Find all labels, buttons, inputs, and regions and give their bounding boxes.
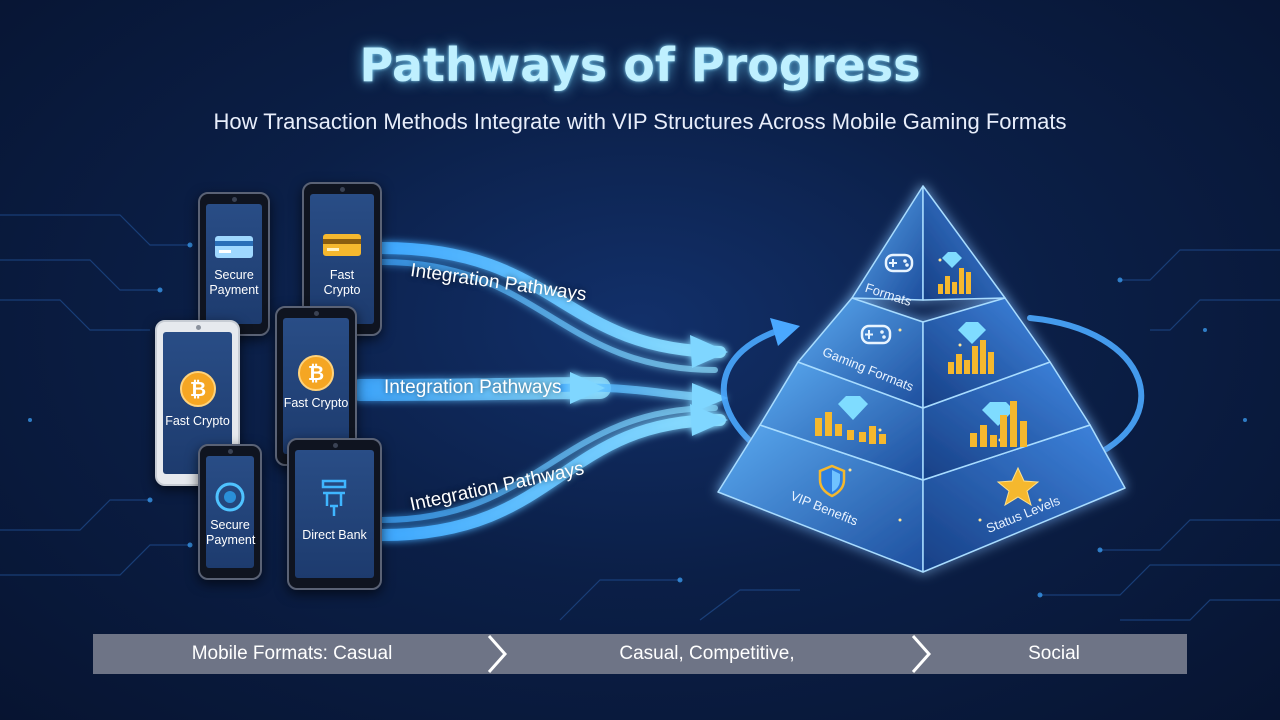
phone-camera — [195, 325, 201, 330]
phone-camera — [232, 197, 237, 202]
right-arrowhead — [692, 383, 728, 413]
shield-icon — [818, 464, 846, 498]
phone-screen: Fast Crypto — [310, 194, 374, 324]
shield-lock-icon — [215, 482, 245, 512]
orbit-arrow-left — [720, 327, 783, 453]
gamepad-icon — [860, 324, 892, 345]
phone-label-line1: Secure — [214, 268, 254, 282]
chevron-right-icon — [487, 635, 508, 673]
orbit-arrowhead-left-top — [770, 318, 800, 346]
page-title: Pathways of Progress — [359, 38, 921, 92]
bank-icon — [321, 479, 346, 516]
phone-label-line1: Secure — [210, 518, 250, 532]
phone-secure-payment-bottom: Secure Payment — [198, 444, 262, 580]
phone-screen: ₿ Fast Crypto — [283, 318, 349, 454]
top-arrowhead — [690, 335, 728, 368]
phone-camera — [340, 187, 345, 192]
credit-card-icon — [215, 236, 253, 258]
phone-label-line1: Direct Bank — [302, 528, 367, 542]
svg-text:₿: ₿ — [189, 377, 205, 401]
mobile-formats-bar: Mobile Formats: Casual Casual, Competiti… — [93, 634, 1187, 674]
svg-text:₿: ₿ — [308, 361, 324, 385]
bitcoin-coin-icon: ₿ — [179, 371, 216, 407]
phone-screen: Secure Payment — [206, 204, 262, 324]
diamond-icon — [958, 322, 986, 344]
phone-label-line2: Payment — [206, 533, 256, 547]
bar-chart-icon — [938, 268, 971, 294]
phone-label-line1: Fast Crypto — [283, 396, 349, 410]
diamond-icon — [942, 252, 962, 268]
phone-label-line2: Payment — [209, 283, 259, 297]
phone-label-line1: Fast Crypto — [323, 268, 361, 297]
middle-arrowhead — [570, 372, 605, 404]
phone-camera — [314, 311, 319, 316]
credit-card-icon — [323, 234, 361, 256]
page-subtitle: How Transaction Methods Integrate with V… — [213, 109, 1067, 134]
star-icon — [996, 466, 1040, 507]
phone-screen: Secure Payment — [206, 456, 256, 568]
bitcoin-coin-icon: ₿ — [298, 355, 334, 391]
bar-segment-social: Social — [1028, 643, 1080, 664]
bottom-arrowhead — [690, 404, 728, 436]
bar-segment-competitive: Casual, Competitive, — [619, 643, 795, 664]
bar-chart-icon — [948, 340, 994, 374]
bar-segment-casual: Mobile Formats: Casual — [191, 643, 393, 664]
orbit-arrow-right — [1027, 315, 1145, 463]
chevron-right-icon — [911, 635, 932, 673]
phone-camera — [228, 449, 233, 454]
pathway-label-middle: Integration Pathways — [384, 377, 562, 398]
gamepad-icon — [884, 253, 914, 273]
bar-chart-icon — [815, 412, 886, 444]
diamond-icon — [982, 402, 1014, 426]
top-pathway-stream — [376, 242, 726, 358]
phone-label-line1: Fast Crypto — [165, 414, 230, 428]
pyramid-layer-top-right — [922, 185, 1006, 301]
phone-direct-bank: Direct Bank — [287, 438, 382, 590]
phone-camera — [332, 443, 338, 448]
bar-chart-icon — [970, 401, 1027, 447]
pyramid-layer-second-right — [922, 297, 1051, 409]
phone-screen: Direct Bank — [295, 450, 374, 578]
pyramid-layer-top-left — [851, 185, 924, 301]
phone-secure-payment-top: Secure Payment — [198, 192, 270, 336]
diamond-icon — [838, 396, 868, 420]
bottom-pathway-stream — [376, 414, 726, 541]
